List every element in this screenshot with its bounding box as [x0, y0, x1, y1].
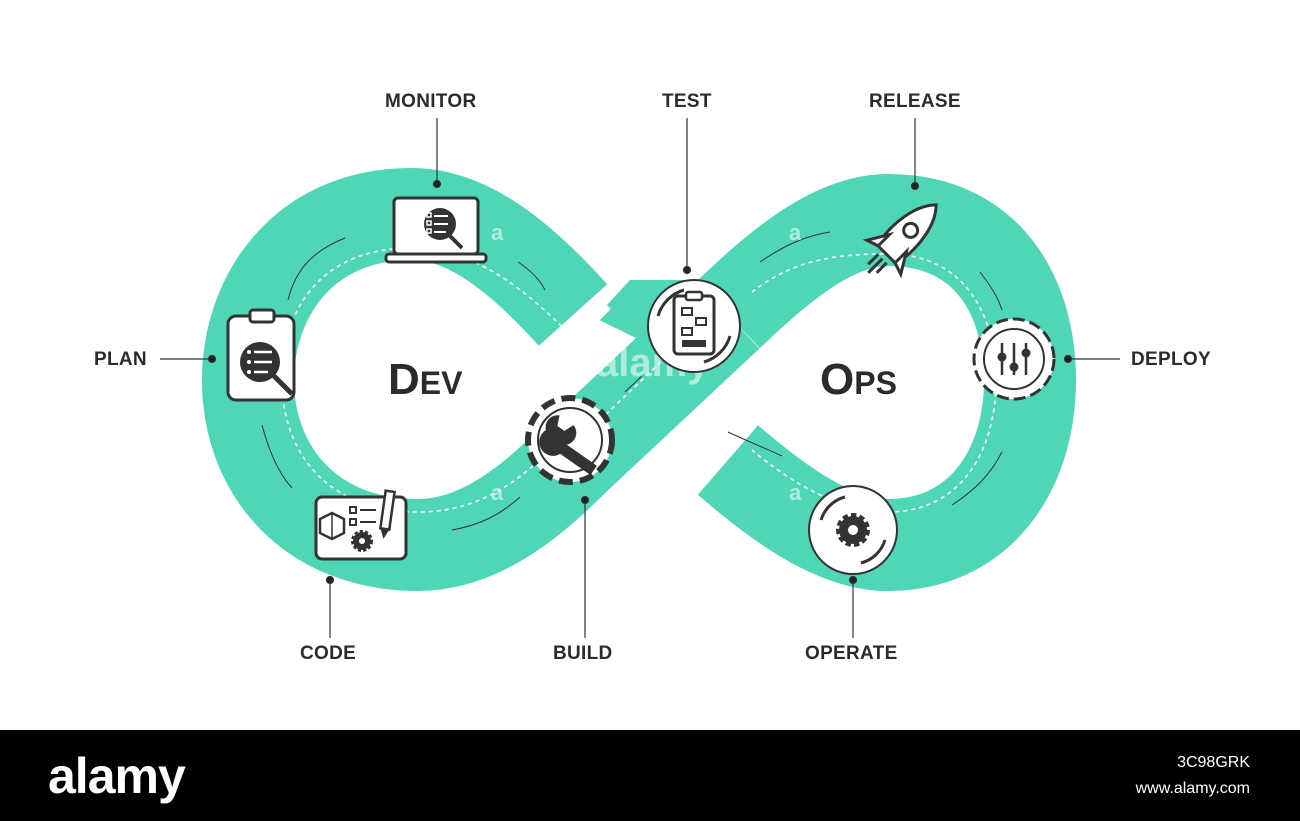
stage-label-operate: OPERATE — [805, 643, 898, 664]
footer-bar: alamy 3C98GRK www.alamy.com — [0, 730, 1300, 821]
devops-infinity-diagram: DEV OPS alamy a a a a — [94, 91, 1211, 664]
laptop-search-icon — [384, 196, 488, 264]
gear-sliders-icon — [972, 317, 1056, 401]
site-url[interactable]: www.alamy.com — [1135, 780, 1250, 797]
flow-arrows — [261, 231, 1003, 531]
code-blueprint-icon — [314, 489, 408, 561]
clipboard-cycle-icon — [647, 279, 741, 373]
ops-word: OPS — [820, 355, 897, 404]
stage-label-code: CODE — [300, 643, 357, 664]
gear-cycle-icon — [808, 485, 898, 575]
stage-label-build: BUILD — [553, 643, 613, 664]
watermark-a-3: a — [491, 480, 504, 505]
stage-label-monitor: MONITOR — [385, 91, 477, 112]
wrench-gear-icon — [525, 395, 615, 485]
clipboard-search-icon — [226, 308, 296, 402]
stage-label-deploy: DEPLOY — [1131, 349, 1211, 370]
watermark-a-2: a — [789, 220, 802, 245]
watermark-a-1: a — [491, 220, 504, 245]
stage-label-plan: PLAN — [94, 349, 147, 370]
watermark-a-4: a — [789, 480, 802, 505]
alamy-logo[interactable]: alamy — [48, 748, 186, 804]
leader-lines — [160, 118, 1120, 638]
stage-label-release: RELEASE — [869, 91, 961, 112]
image-id: 3C98GRK — [1177, 754, 1250, 771]
infinity-loop-graphic: DEV OPS alamy a a a a — [160, 118, 1120, 638]
stage-label-test: TEST — [662, 91, 712, 112]
dev-word: DEV — [388, 355, 463, 404]
rocket-icon — [862, 203, 938, 279]
